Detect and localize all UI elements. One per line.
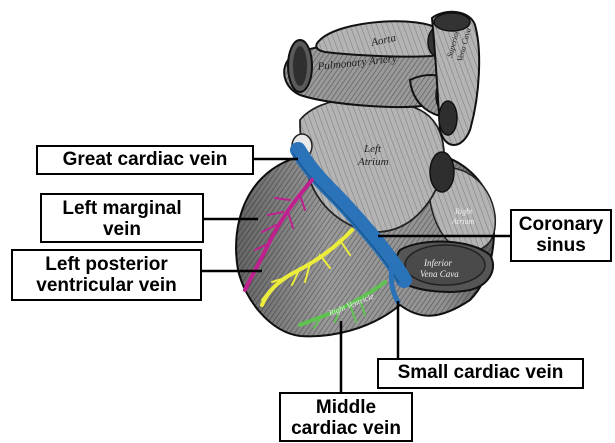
coronary-sinus-label: Coronary sinus (510, 209, 612, 262)
left-posterior-text-line2: ventricular vein (13, 275, 200, 296)
left-marginal-vein-text-line1: Left marginal (42, 198, 202, 219)
right-atrium-engraved-line2: Atrium (451, 217, 474, 226)
inferior-vena-cava-engraved-line1: Inferior (423, 258, 452, 268)
inferior-vena-cava-engraved-line2: Vena Cava (420, 269, 459, 279)
left-atrium-engraved-line2: Atrium (357, 156, 389, 168)
left-posterior-ventricular-vein-label: Left posterior ventricular vein (11, 249, 202, 301)
left-marginal-vein-text-line2: vein (42, 219, 202, 240)
coronary-sinus-text-line1: Coronary (512, 214, 610, 235)
middle-cardiac-vein-label: Middle cardiac vein (279, 392, 413, 442)
left-atrium-engraved-line1: Left (363, 143, 382, 155)
great-cardiac-vein-label: Great cardiac vein (36, 145, 254, 175)
right-atrium-engraved-line1: Right (454, 207, 473, 216)
middle-cardiac-vein-text-line2: cardiac vein (281, 418, 411, 439)
coronary-sinus-text-line2: sinus (512, 235, 610, 256)
great-cardiac-vein-text: Great cardiac vein (38, 147, 252, 172)
left-posterior-text-line1: Left posterior (13, 254, 200, 275)
middle-cardiac-vein-text-line1: Middle (281, 397, 411, 418)
small-cardiac-vein-label: Small cardiac vein (377, 358, 584, 389)
left-marginal-vein-label: Left marginal vein (40, 193, 204, 243)
small-cardiac-vein-text: Small cardiac vein (379, 360, 582, 386)
